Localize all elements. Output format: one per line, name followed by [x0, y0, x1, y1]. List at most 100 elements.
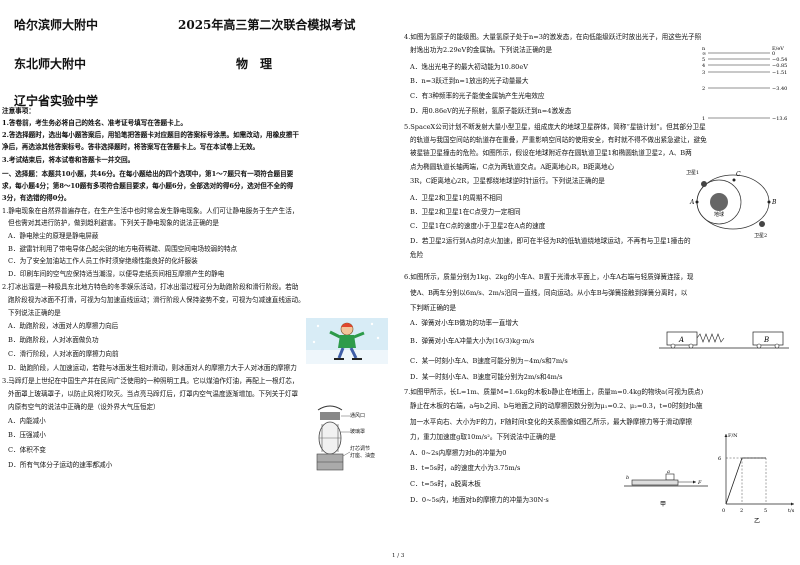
question-text: 点为椭圆轨道长轴两端，C点为两轨道交点。A距离地心R，B距离地心 [410, 163, 615, 171]
lantern-illustration [316, 405, 351, 471]
question-text: 射逸出功为2.29eV的金属钠。下列说法正确的是 [410, 46, 553, 54]
block-a-label: a [667, 470, 670, 475]
orbit-diagram: 地球 A B C 卫星1 卫星2 [686, 170, 777, 239]
question-text: 加一水平向右、大小为F的力，F随时间t变化的关系图像如图乙所示，最大静摩擦力等于… [410, 418, 693, 426]
force-f-label: F [697, 480, 702, 486]
question-text: 2.打冰出溜是一种极具东北地方特色的冬季娱乐活动，打冰出溜过程可分为助跑阶段和滑… [2, 283, 299, 291]
school-name-3: 辽宁省实验中学 [14, 94, 99, 108]
option-text: B．压强减小 [8, 431, 46, 439]
level-e: −0.85 [772, 63, 787, 69]
option-text: B．n=3跃迁到n=1放出的光子动量最大 [410, 77, 529, 85]
satellite-1-label: 卫星1 [686, 170, 699, 176]
question-text: 下判断正确的是 [410, 304, 457, 312]
cart-a-label: A [678, 336, 684, 344]
section-heading: 3分，有选错的得0分。 [2, 194, 71, 202]
point-c-label: C [736, 171, 741, 178]
option-text: D．若卫星2运行到A点时点火加速，即可在半径为R的低轨道绕地球运动，不再有与卫星… [410, 237, 691, 245]
left-column: 哈尔滨师大附中 2025年高三第二次联合模拟考试 东北师大附中 物 理 辽宁省实… [0, 0, 398, 565]
graph-y-tick: 6 [718, 456, 721, 462]
graph-x-tick: 0 [722, 508, 725, 514]
level-n: 1 [702, 116, 705, 122]
earth-icon [710, 193, 728, 211]
n-axis-label: n [702, 46, 706, 52]
option-text: B．卫星2和卫星1在C点受力一定相同 [410, 208, 521, 216]
notice-item: 1.答卷前，考生务必将自己的姓名、准考证号填写在答题卡上。 [2, 119, 187, 127]
option-text: D．所有气体分子运动的速率都减小 [8, 461, 113, 469]
figure-yi-label: 乙 [754, 518, 760, 525]
option-text: C．t=5s时，a脱离木板 [410, 480, 481, 488]
question-text: 1.静电现象在自然界普遍存在，在生产生活中也时常会发生静电现象。人们可让静电服务… [2, 207, 299, 215]
school-name-2: 东北师大附中 [14, 57, 87, 71]
subject-title: 物 理 [236, 57, 273, 71]
option-text: A．助跑阶段，冰面对人的摩擦力向后 [8, 322, 119, 330]
option-text: C．体积不变 [8, 446, 47, 454]
page-number: 1 / 3 [392, 553, 405, 559]
option-text: C．某一时刻小车A、B速度可能分别为−4m/s和7m/s [410, 357, 568, 365]
cart-b-label: B [763, 336, 769, 344]
option-text: 危险 [410, 251, 424, 259]
graph-x-label: t/s [788, 508, 795, 514]
school-name-1: 哈尔滨师大附中 [14, 18, 99, 32]
carts-spring-diagram: A B [659, 331, 789, 349]
skater-illustration [306, 318, 388, 364]
option-text: C．有3种频率的光子能使金属钠产生光电效应 [410, 92, 545, 100]
lantern-label: 玻璃罩 [350, 429, 366, 435]
satellite-icon [701, 181, 707, 187]
option-text: B．t=5s时，a的速度大小为3.75m/s [410, 464, 521, 472]
graph-y-label: F/N [728, 433, 738, 439]
graph-x-tick: 2 [740, 508, 743, 514]
question-text: 3R，C距离地心2R，卫星都绕地球逆时针运行。下列说法正确的是 [410, 177, 605, 185]
level-n: 5 [702, 57, 705, 63]
question-text: 内原有空气的说法中正确的是（设外界大气压恒定） [8, 403, 160, 411]
question-text: 6.如图所示，质量分别为1kg、2kg的小车A、B置于光滑水平面上，小车A右端与… [404, 273, 694, 281]
energy-level-diagram: n E/eV ∞ 0 5 −0.54 4 −0.85 3 −1.51 2 −3.… [702, 46, 787, 122]
lantern-label: 通风口 [350, 413, 366, 419]
notice-item: 净后，再选涂其他答案标号。答非选择题时，将答案写在答题卡上。写在本试卷上无效。 [2, 143, 260, 151]
question-text: 跑阶段视为冰面不打滑，可视为匀加速直线运动；滑行阶段人保持姿势不变，可视为匀减速… [8, 296, 305, 304]
option-text: D．印刷车间的空气应保持适当潮湿，以便导走纸页间相互摩擦产生的静电 [8, 270, 225, 278]
question-text: 被星链卫星撞击的危险。如图所示，假设在地球附近存在圆轨道卫星1和椭圆轨道卫星2，… [410, 149, 692, 157]
notice-item: 2.答选择题时，选出每小题答案后，用铅笔把答题卡对应题目的答案标号涂黑。如需改动… [2, 131, 300, 139]
option-text: A．逸出光电子的最大初动能为10.80eV [410, 63, 529, 71]
level-n: 4 [702, 63, 705, 69]
graph-x-tick: 5 [764, 508, 767, 514]
option-text: B．避雷针利用了带电导体凸起尖锐的地方电荷稀疏、周围空间电场较弱的特点 [8, 245, 238, 253]
notice-title: 注意事项： [2, 107, 35, 115]
option-text: A．0~2s内摩擦力对b的冲量为0 [410, 449, 507, 457]
option-text: D．某一时刻小车A、B速度可能分别为2m/s和4m/s [410, 373, 563, 381]
option-text: C．为了安全加油站工作人员工作时须穿绝缘性能良好的化纤服装 [8, 257, 198, 265]
question-text: 但也需对其进行防护，做到趋利避害。下列关于静电现象的说法正确的是 [8, 219, 219, 227]
option-text: A．卫星2和卫星1的周期不相同 [410, 194, 503, 202]
option-text: D．用0.86eV的光子照射，氢原子能跃迁到n=4激发态 [410, 107, 572, 115]
level-n: 3 [702, 70, 705, 76]
level-e: −1.51 [772, 70, 787, 76]
option-text: D．助跑阶段，人加速运动，若鞋与冰面发生相对滑动，则冰面对人的摩擦力大于人对冰面… [8, 364, 297, 372]
level-e: −13.6 [772, 116, 787, 122]
notice-item: 3.考试结束后，将本试卷和答题卡一并交回。 [2, 156, 135, 164]
question-text: 5.SpaceX公司计划不断发射大量小型卫星，组成庞大的地球卫星群体，简称“星链… [404, 123, 706, 131]
option-text: B．弹簧对小车A冲量大小为(16/3)kg·m/s [410, 337, 535, 345]
e-axis-label: E/eV [772, 46, 784, 52]
question-text: 下列说法正确的是 [8, 309, 61, 317]
option-text: A．内能减小 [8, 417, 46, 425]
question-text: 3.马蹄灯是上世纪在中国生产并在民间广泛使用的一种照明工具。它以煤油作灯油，再配… [2, 377, 299, 385]
earth-label: 地球 [714, 211, 724, 218]
level-e: −0.54 [772, 57, 787, 63]
question-text: 的轨道与我国空间站的轨道存在重叠，严重影响空间站的使用安全，有时就不得不做出紧急… [410, 136, 707, 144]
right-column: 4.如图为氢原子的能级图。大量氢原子处于n=3的激发态，在向低能级跃迁时放出光子… [402, 0, 800, 565]
satellite-icon [759, 221, 765, 227]
level-e: −3.40 [772, 86, 787, 92]
section-heading: 一、选择题：本题共10小题，共46分。在每小题给出的四个选项中，第1～7题只有一… [2, 170, 294, 178]
lantern-label: 灯座、油壶 [350, 453, 376, 459]
option-text: B．助跑阶段，人对冰面做负功 [8, 336, 99, 344]
figure-jia-label: 甲 [660, 501, 666, 508]
lantern-label: 灯芯调节 [350, 446, 371, 452]
question-text: 力，重力加速度g取10m/s²。下列说法中正确的是 [410, 433, 556, 441]
figure-yi-graph: F/N t/s 6 0 2 5 乙 [718, 433, 795, 525]
level-n: 2 [702, 86, 705, 92]
option-text: A．静电除尘的原理是静电屏蔽 [8, 232, 99, 240]
option-text: D．0~5s内，地面对b的摩擦力的冲量为30N·s [410, 496, 549, 504]
option-text: C．滑行阶段，人对冰面的摩擦力向前 [8, 350, 119, 358]
level-n: ∞ [702, 51, 706, 57]
satellite-2-label: 卫星2 [754, 233, 767, 239]
